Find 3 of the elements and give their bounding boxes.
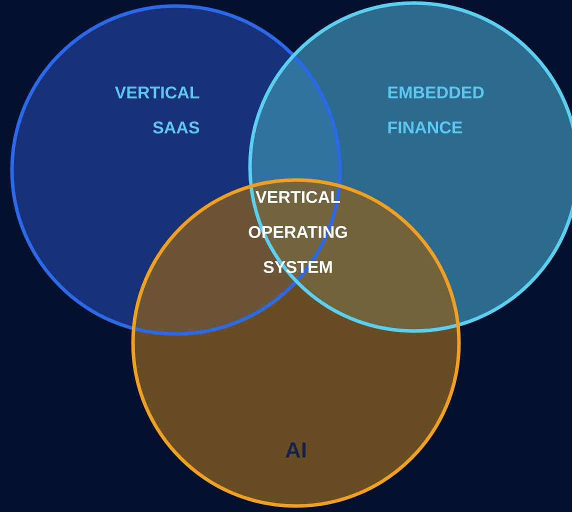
circle-label: AI [286, 442, 306, 458]
circle-label: EMBEDDED FINANCE [388, 86, 484, 134]
circle-label: VERTICAL SAAS [114, 86, 200, 134]
